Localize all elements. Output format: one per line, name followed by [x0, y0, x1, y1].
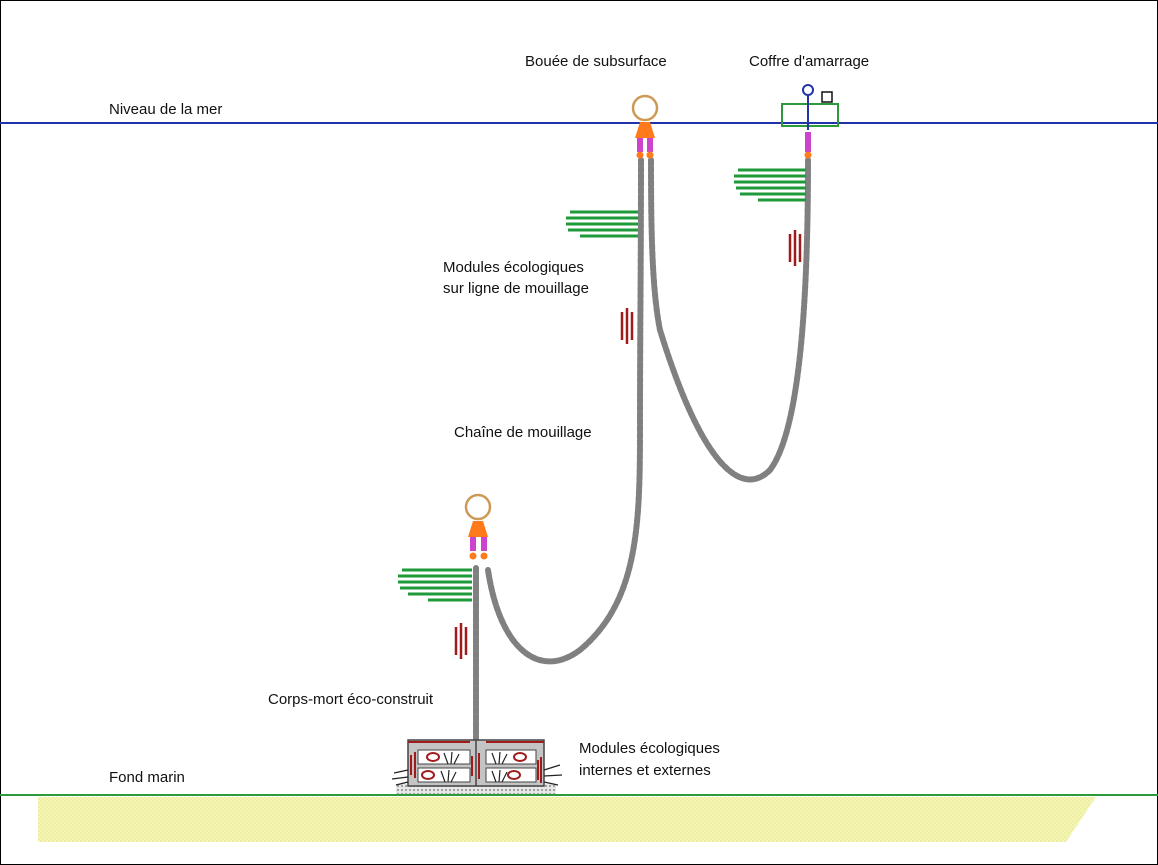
eco-modules-internal-label-1: Modules écologiques: [579, 740, 720, 757]
sea-level-label: Niveau de la mer: [109, 101, 223, 118]
mooring-chains: [473, 157, 811, 743]
chain-subsurface-to-block: [485, 157, 644, 665]
algae-module-upper-left: [566, 210, 638, 238]
seabed-sediment: [38, 797, 1096, 842]
eco-modules-internal-label-2: internes et externes: [579, 762, 711, 779]
mooring-buoy-label: Coffre d'amarrage: [749, 53, 870, 70]
red-module-middle: [620, 308, 634, 344]
mooring-chain-label: Chaîne de mouillage: [454, 424, 592, 441]
chain-subsurface-to-buoy: [648, 157, 811, 483]
eco-modules-line-label-2: sur ligne de mouillage: [443, 280, 589, 297]
algae-module-lower: [398, 568, 472, 602]
algae-module-upper-right: [734, 168, 806, 202]
mooring-buoy: [781, 84, 839, 159]
sea-floor-label: Fond marin: [109, 769, 185, 786]
red-module-right: [788, 230, 802, 266]
eco-modules-line-label-1: Modules écologiques: [443, 259, 584, 276]
subsurface-buoy: [631, 94, 659, 159]
red-module-lower: [454, 623, 468, 659]
eco-block-label: Corps-mort éco-construit: [268, 691, 434, 708]
eco-block: [391, 739, 563, 794]
subsurface-buoy-label: Bouée de subsurface: [525, 53, 667, 70]
lower-subsurface-buoy: [464, 493, 492, 560]
